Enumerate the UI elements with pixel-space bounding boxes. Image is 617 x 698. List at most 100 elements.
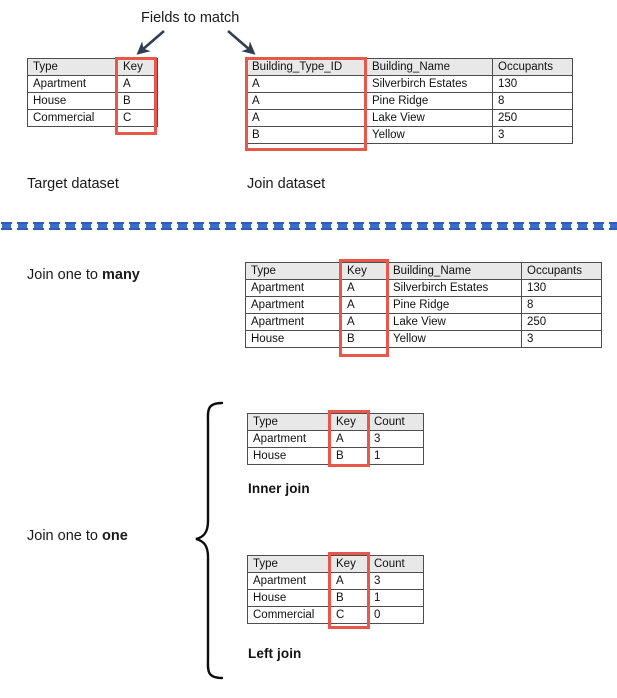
cell-key: B	[117, 92, 158, 110]
column-header-key: Key	[330, 413, 369, 431]
inner-join-table: Type Key Count Apartment A 3 House B 1	[247, 413, 424, 465]
cell-building-name: Pine Ridge	[387, 296, 522, 314]
join-dataset-table-wrapper: Building_Type_ID Building_Name Occupants…	[245, 57, 573, 151]
cell-building-name: Lake View	[366, 109, 493, 127]
cell-type: Apartment	[247, 430, 331, 448]
cell-type: Apartment	[27, 75, 118, 93]
column-header-occupants: Occupants	[521, 262, 602, 280]
cell-building-name: Yellow	[387, 330, 522, 348]
cell-building-type-id: A	[246, 75, 367, 93]
column-header-type: Type	[27, 58, 118, 76]
target-dataset-table-wrapper: Type Key Apartment A House B Commercial …	[27, 57, 158, 135]
cell-type: Apartment	[245, 279, 342, 297]
fields-to-match-label: Fields to match	[141, 10, 240, 26]
cell-building-type-id: A	[246, 92, 367, 110]
cell-building-name: Silverbirch Estates	[366, 75, 493, 93]
table-row: Apartment A 3	[247, 430, 424, 448]
cell-type: House	[27, 92, 118, 110]
table-header-row: Type Key	[27, 58, 158, 76]
join-one-to-many-prefix: Join one to	[27, 267, 102, 283]
table-row: Apartment A Pine Ridge 8	[245, 296, 602, 314]
left-join-caption: Left join	[248, 646, 302, 661]
table-row: House B Yellow 3	[245, 330, 602, 348]
cell-key: A	[341, 296, 388, 314]
cell-building-type-id: A	[246, 109, 367, 127]
join-dataset-caption: Join dataset	[247, 176, 326, 192]
cell-occupants: 250	[521, 313, 602, 331]
cell-occupants: 8	[521, 296, 602, 314]
arrow-to-target-key-icon	[136, 30, 165, 55]
cell-building-name: Yellow	[366, 126, 493, 144]
column-header-key: Key	[330, 555, 369, 573]
cell-count: 1	[368, 589, 424, 607]
table-row: Apartment A Lake View 250	[245, 313, 602, 331]
cell-key: A	[330, 430, 369, 448]
cell-occupants: 130	[521, 279, 602, 297]
cell-building-name: Lake View	[387, 313, 522, 331]
table-header-row: Type Key Count	[247, 555, 424, 573]
cell-key: B	[330, 589, 369, 607]
cell-occupants: 3	[521, 330, 602, 348]
column-header-count: Count	[368, 555, 424, 573]
cell-key: A	[330, 572, 369, 590]
cell-building-type-id: B	[246, 126, 367, 144]
table-row: House B 1	[247, 447, 424, 465]
table-header-row: Building_Type_ID Building_Name Occupants	[246, 58, 573, 76]
cell-type: House	[247, 589, 331, 607]
cell-type: Commercial	[247, 606, 331, 624]
table-row: Apartment A Silverbirch Estates 130	[245, 279, 602, 297]
join-one-to-one-label: Join one to one	[27, 528, 128, 545]
cell-occupants: 8	[492, 92, 573, 110]
arrow-to-join-key-icon	[227, 30, 256, 55]
cell-type: Commercial	[27, 109, 118, 127]
join-one-to-many-emphasis: many	[101, 267, 140, 283]
one-to-many-table-wrapper: Type Key Building_Name Occupants Apartme…	[245, 259, 602, 357]
inner-join-table-wrapper: Type Key Count Apartment A 3 House B 1	[247, 410, 424, 467]
join-one-to-one-prefix: Join one to	[27, 528, 102, 544]
column-header-building-name: Building_Name	[366, 58, 493, 76]
table-row: Commercial C 0	[247, 606, 424, 624]
table-header-row: Type Key Count	[247, 413, 424, 431]
one-to-many-table: Type Key Building_Name Occupants Apartme…	[245, 262, 602, 348]
cell-key: A	[341, 313, 388, 331]
left-join-table-wrapper: Type Key Count Apartment A 3 House B 1 C…	[247, 552, 424, 629]
cell-building-name: Silverbirch Estates	[387, 279, 522, 297]
cell-count: 3	[368, 572, 424, 590]
cell-key: A	[341, 279, 388, 297]
column-header-type: Type	[247, 413, 331, 431]
divider-pattern-icon	[0, 221, 617, 232]
cell-key: C	[117, 109, 158, 127]
cell-key: C	[330, 606, 369, 624]
column-header-building-name: Building_Name	[387, 262, 522, 280]
table-row: House B 1	[247, 589, 424, 607]
left-join-table: Type Key Count Apartment A 3 House B 1 C…	[247, 555, 424, 624]
column-header-key: Key	[117, 58, 158, 76]
cell-key: A	[117, 75, 158, 93]
table-row: B Yellow 3	[246, 126, 573, 144]
table-row: A Silverbirch Estates 130	[246, 75, 573, 93]
table-header-row: Type Key Building_Name Occupants	[245, 262, 602, 280]
column-header-type: Type	[247, 555, 331, 573]
cell-type: House	[245, 330, 342, 348]
target-dataset-caption: Target dataset	[27, 176, 119, 192]
table-row: Commercial C	[27, 109, 158, 127]
table-row: Apartment A	[27, 75, 158, 93]
cell-occupants: 250	[492, 109, 573, 127]
cell-key: B	[341, 330, 388, 348]
curly-brace-icon	[195, 401, 224, 680]
table-row: A Pine Ridge 8	[246, 92, 573, 110]
section-divider	[0, 220, 617, 232]
column-header-type: Type	[245, 262, 342, 280]
table-row: House B	[27, 92, 158, 110]
cell-count: 1	[368, 447, 424, 465]
table-row: A Lake View 250	[246, 109, 573, 127]
column-header-occupants: Occupants	[492, 58, 573, 76]
cell-occupants: 130	[492, 75, 573, 93]
cell-occupants: 3	[492, 126, 573, 144]
column-header-count: Count	[368, 413, 424, 431]
cell-count: 0	[368, 606, 424, 624]
cell-type: Apartment	[245, 313, 342, 331]
table-row: Apartment A 3	[247, 572, 424, 590]
join-one-to-one-emphasis: one	[101, 528, 128, 544]
inner-join-caption: Inner join	[248, 481, 310, 496]
